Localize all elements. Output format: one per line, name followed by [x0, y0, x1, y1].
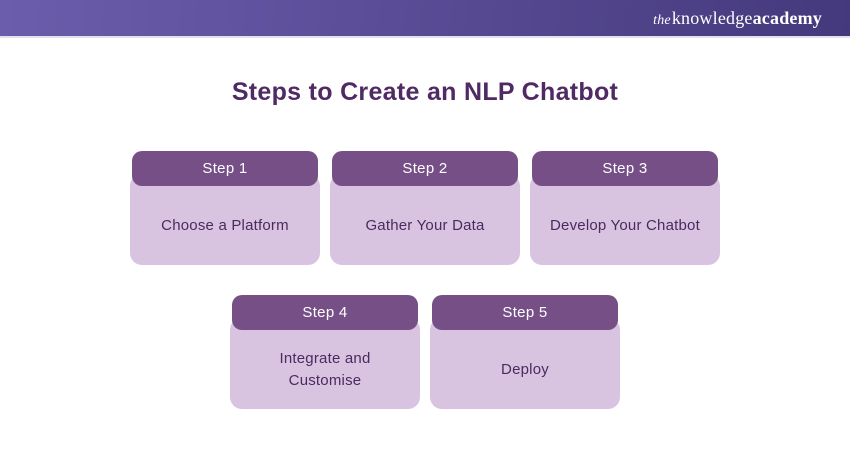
step-3-label: Step 3	[602, 160, 648, 177]
step-card-1-header: Step 1	[132, 151, 318, 186]
logo-knowledge: knowledge	[671, 7, 753, 28]
step-card-1: Step 1 Choose a Platform	[130, 151, 320, 265]
step-2-text: Gather Your Data	[365, 216, 485, 234]
step-card-3-body: Develop Your Chatbot	[530, 174, 720, 265]
logo-academy: academy	[752, 7, 822, 28]
step-card-2: Step 2 Gather Your Data	[330, 151, 520, 265]
step-4-label: Step 4	[302, 304, 348, 321]
logo-the: the	[653, 12, 671, 28]
step-card-4: Step 4 Integrate and Customise	[230, 295, 420, 409]
step-card-3: Step 3 Develop Your Chatbot	[530, 151, 720, 265]
step-5-label: Step 5	[502, 304, 548, 321]
step-card-5-header: Step 5	[432, 295, 618, 330]
page-title: Steps to Create an NLP Chatbot	[231, 78, 619, 106]
step-card-3-header: Step 3	[532, 151, 718, 186]
step-card-5: Step 5 Deploy	[430, 295, 620, 409]
steps-row-1: Step 1 Choose a Platform Step 2 Gather Y…	[0, 151, 850, 265]
step-1-text: Choose a Platform	[161, 216, 289, 234]
step-5-text: Deploy	[501, 360, 549, 378]
step-1-label: Step 1	[202, 160, 248, 177]
steps-row-2: Step 4 Integrate and Customise Step 5 De…	[0, 295, 850, 409]
step-card-2-body: Gather Your Data	[330, 174, 520, 265]
step-4-text: Integrate and Customise	[279, 349, 371, 389]
brand-logo: theknowledgeacademy	[653, 8, 822, 29]
step-card-4-body: Integrate and Customise	[230, 318, 420, 409]
step-card-5-body: Deploy	[430, 318, 620, 409]
step-card-2-header: Step 2	[332, 151, 518, 186]
step-card-1-body: Choose a Platform	[130, 174, 320, 265]
step-3-text: Develop Your Chatbot	[550, 216, 700, 234]
step-2-label: Step 2	[402, 160, 448, 177]
top-banner: theknowledgeacademy	[0, 0, 850, 38]
step-card-4-header: Step 4	[232, 295, 418, 330]
infographic-page: theknowledgeacademy Steps to Create an N…	[0, 0, 850, 409]
